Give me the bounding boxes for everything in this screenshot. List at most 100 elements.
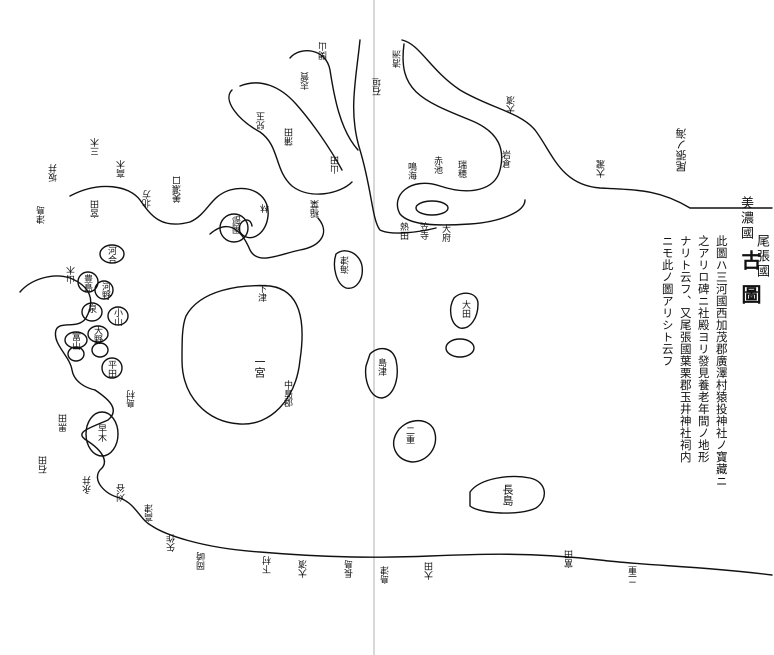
label-ichinomiya: 一宮	[253, 356, 266, 378]
island-small-8	[64, 331, 88, 349]
coastline-river	[396, 43, 526, 226]
coastline-estuary	[352, 39, 437, 234]
label-futae: 二重	[404, 426, 414, 444]
label-narumi: 鳴海	[406, 162, 416, 180]
label-shiga: 志賀	[301, 72, 311, 90]
label-hirata: 平田	[106, 360, 116, 378]
coastline-upper-west	[69, 185, 269, 239]
island-small-3	[77, 271, 99, 293]
label-shimazu-south: 島津	[381, 566, 391, 584]
label-ono: 大野	[92, 326, 102, 344]
map-title: 古圖	[738, 250, 762, 318]
label-ohama-south: 大濱	[299, 560, 309, 578]
island-small-11	[101, 357, 123, 379]
label-kodama: 兒玉	[257, 112, 267, 130]
label-otaki: 大瀧	[597, 160, 607, 178]
note-line-2: 之アリロ碑ニ社殿ヨリ發見養老年間ノ地形	[696, 235, 711, 463]
label-kariya: 刈谷	[117, 484, 127, 502]
label-kawai: 河合	[106, 246, 116, 264]
island-small-5	[81, 302, 103, 322]
coastline-north	[401, 39, 773, 209]
note-line-3: ナリト云フ、又尾張國葉栗郡玉井神社祠内	[678, 235, 693, 463]
island-ota	[449, 292, 479, 329]
label-hayashi: 林	[261, 204, 271, 213]
label-ishigaki: 石垣	[373, 78, 383, 96]
label-mizuho: 瑞穂	[456, 160, 466, 178]
label-sonobe: 園部	[233, 216, 243, 234]
page-fold	[373, 0, 375, 655]
label-shimamura: 島村	[127, 390, 137, 408]
label-yahagi: 矢作	[167, 534, 177, 552]
label-tsushima: 津島	[37, 206, 47, 224]
island-small-10	[67, 346, 85, 362]
label-ota-south: 大田	[425, 562, 435, 580]
label-akaike: 赤池	[432, 156, 442, 174]
label-atsuta: 熱田	[398, 222, 408, 240]
channel-1	[228, 89, 353, 195]
label-yamada: 山田	[331, 156, 341, 174]
label-oyama: 小山	[112, 308, 122, 326]
coastline-south	[81, 389, 773, 576]
label-shimomura: 下村	[263, 556, 273, 574]
island-small-4	[94, 280, 114, 300]
label-nakajima-island: 島津	[376, 358, 386, 376]
label-ishida: 石田	[39, 456, 49, 474]
label-takatsu: 高津	[145, 504, 155, 522]
label-inaba: 稲葉	[311, 200, 321, 218]
label-kiyosu: 清洲	[393, 50, 403, 68]
island-small-1	[445, 338, 475, 358]
island-nagashima	[469, 475, 545, 514]
label-kasadera: 笠寺	[418, 222, 428, 240]
label-takagi: 高木	[117, 160, 127, 178]
label-iwakura: 岩倉	[500, 150, 510, 168]
label-nagashima: 長島	[501, 484, 514, 506]
island-ishigaki	[85, 411, 119, 457]
label-hayaki: 早木	[96, 424, 106, 442]
province-owari: 尾張國	[754, 234, 769, 279]
channel-4	[209, 217, 325, 259]
label-obu: 大府	[440, 224, 450, 242]
label-kamada: 蒲田	[285, 128, 295, 146]
label-tomiyama: 富山	[70, 332, 80, 350]
province-mino: 美濃國	[738, 196, 753, 241]
label-minokuchi: 美濃口	[173, 176, 183, 203]
label-toyoshima: 豊島	[82, 274, 92, 292]
label-ota: 大田	[460, 300, 470, 318]
label-tomida: 富田	[565, 550, 575, 568]
island-atsuta	[415, 200, 449, 216]
label-sekiyama: 関山	[319, 42, 329, 60]
island-kaizu	[333, 250, 363, 289]
label-shimozu: 下津	[256, 284, 266, 302]
island-small-7	[87, 325, 109, 343]
island-small-12	[219, 213, 249, 243]
channel-2	[239, 82, 343, 171]
label-kitakata: 北方	[143, 190, 153, 208]
island-ichinomiya	[181, 284, 303, 425]
label-kuroda: 黒田	[59, 414, 69, 432]
island-nakajima	[364, 347, 398, 399]
label-miyada: 宮田	[91, 200, 101, 218]
island-futae	[393, 420, 437, 463]
note-line-4: ニモ此ノ圖アリシト云フ	[660, 235, 675, 367]
label-ohama: 大濱	[507, 96, 517, 114]
channel-3	[289, 50, 359, 151]
label-sakai: 坂井	[49, 164, 59, 182]
label-kaizu: 海津	[341, 256, 351, 274]
island-small-9	[91, 342, 109, 358]
note-line-1: 此圖ハ三河國西加茂郡廣澤村猿投神社ノ寶藏ニ	[714, 235, 729, 487]
label-kono: 河野	[100, 282, 110, 300]
island-small-2	[99, 244, 125, 264]
label-nagashima-south: 長島	[345, 560, 355, 578]
island-small-6	[107, 306, 129, 326]
label-owari-sea: 尾張ノ海	[675, 128, 688, 172]
label-mitsuki: 三木	[91, 138, 101, 156]
label-futae-south: 二重	[629, 566, 639, 584]
coastline-west	[19, 275, 96, 391]
label-yamagi: 山木	[67, 266, 77, 284]
label-okazaki: 岡崎	[197, 552, 207, 570]
label-nakajima-gun: 中島郡	[282, 380, 292, 407]
label-izumi: 泉	[86, 304, 96, 313]
label-nagai: 永井	[83, 476, 93, 494]
